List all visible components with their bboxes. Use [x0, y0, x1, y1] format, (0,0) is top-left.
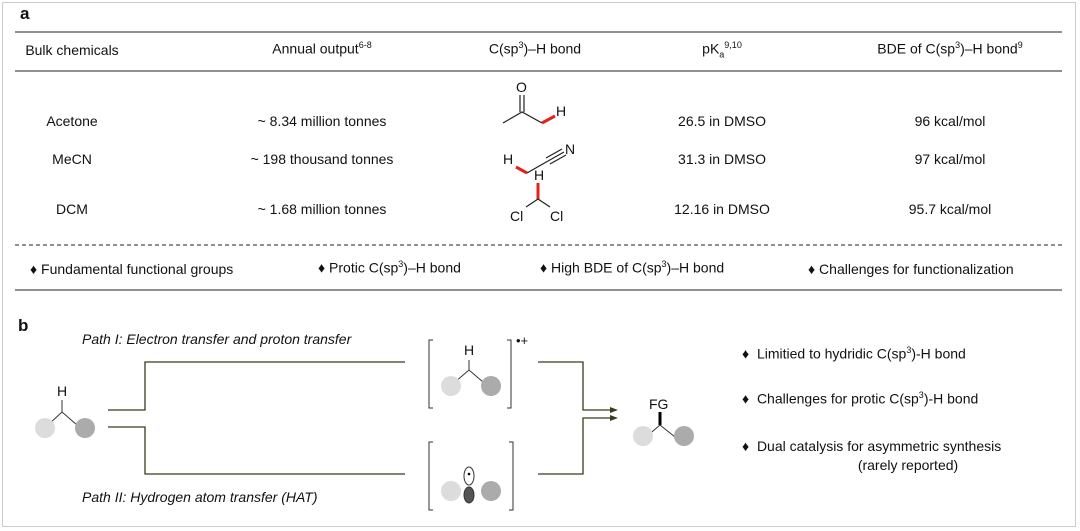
panel-a-label: a [20, 4, 30, 23]
path-ii-arrow [538, 417, 612, 475]
product-molecule [633, 412, 694, 446]
row-pka: 31.3 in DMSO [678, 151, 766, 167]
atom-o: O [516, 79, 527, 95]
dark-atom [75, 418, 95, 438]
atom-h: H [503, 151, 514, 167]
reaction-paths [108, 361, 612, 475]
row-bde: 96 kcal/mol [914, 113, 986, 129]
path-i-arrow [538, 361, 612, 411]
feature-item: ♦ Fundamental functional groups [30, 261, 234, 277]
acetone-structure [502, 95, 556, 125]
arrowhead [610, 407, 618, 413]
reactant-molecule [35, 400, 95, 438]
path-i-label: Path I: Electron transfer and proton tra… [82, 331, 352, 347]
header-pka: pKa9,10 [702, 40, 742, 60]
row-output: ~ 1.68 million tonnes [257, 201, 387, 217]
row-pka: 26.5 in DMSO [678, 113, 766, 129]
highlighted-ch-bond [515, 165, 528, 175]
row-chemical: DCM [56, 201, 88, 217]
radical-intermediate [428, 441, 514, 511]
path-ii-label: Path II: Hydrogen atom transfer (HAT) [82, 489, 318, 505]
atom-h: H [556, 103, 567, 119]
path-ii-line [108, 426, 405, 475]
functional-group-label: FG [649, 396, 669, 412]
atom-h: H [57, 383, 68, 399]
scope-point: ♦ Dual catalysis for asymmetric synthesi… [742, 438, 1002, 454]
scope-point: ♦ Limitied to hydridic C(sp3)-H bond [742, 345, 966, 362]
feature-item: ♦ Protic C(sp3)–H bond [318, 259, 461, 276]
atom-n: N [565, 141, 576, 157]
row-bde: 95.7 kcal/mol [908, 201, 992, 217]
feature-item: ♦ Challenges for functionalization [808, 261, 1014, 277]
atom-h: H [464, 342, 475, 358]
atom-h: H [534, 167, 545, 183]
header-annual-output: Annual output6-8 [272, 40, 372, 57]
radical-cation-charge: •+ [516, 333, 529, 348]
row-chemical: Acetone [46, 113, 98, 129]
p-orbital-icon [463, 466, 475, 486]
radical-cation-intermediate [428, 339, 512, 409]
row-pka: 12.16 in DMSO [674, 201, 770, 217]
row-chemical: MeCN [52, 151, 92, 167]
scope-point-note: (rarely reported) [857, 457, 959, 473]
header-bond: C(sp3)–H bond [488, 40, 582, 57]
mecn-structure [515, 148, 567, 175]
arrowhead [610, 415, 618, 421]
light-atom [35, 418, 55, 438]
path-i-line [108, 361, 405, 411]
dcm-structure [525, 183, 551, 208]
panel-b-label: b [18, 316, 29, 335]
scope-point: ♦ Challenges for protic C(sp3)-H bond [742, 390, 979, 407]
header-bulk-chemicals: Bulk chemicals [25, 42, 119, 58]
highlighted-ch-bond [541, 114, 556, 125]
atom-cl: Cl [510, 208, 524, 224]
row-output: ~ 198 thousand tonnes [250, 151, 394, 167]
row-bde: 97 kcal/mol [914, 151, 986, 167]
header-bde: BDE of C(sp3)–H bond9 [877, 40, 1023, 57]
row-output: ~ 8.34 million tonnes [257, 113, 387, 129]
atom-cl: Cl [550, 208, 564, 224]
feature-item: ♦ High BDE of C(sp3)–H bond [540, 259, 725, 276]
